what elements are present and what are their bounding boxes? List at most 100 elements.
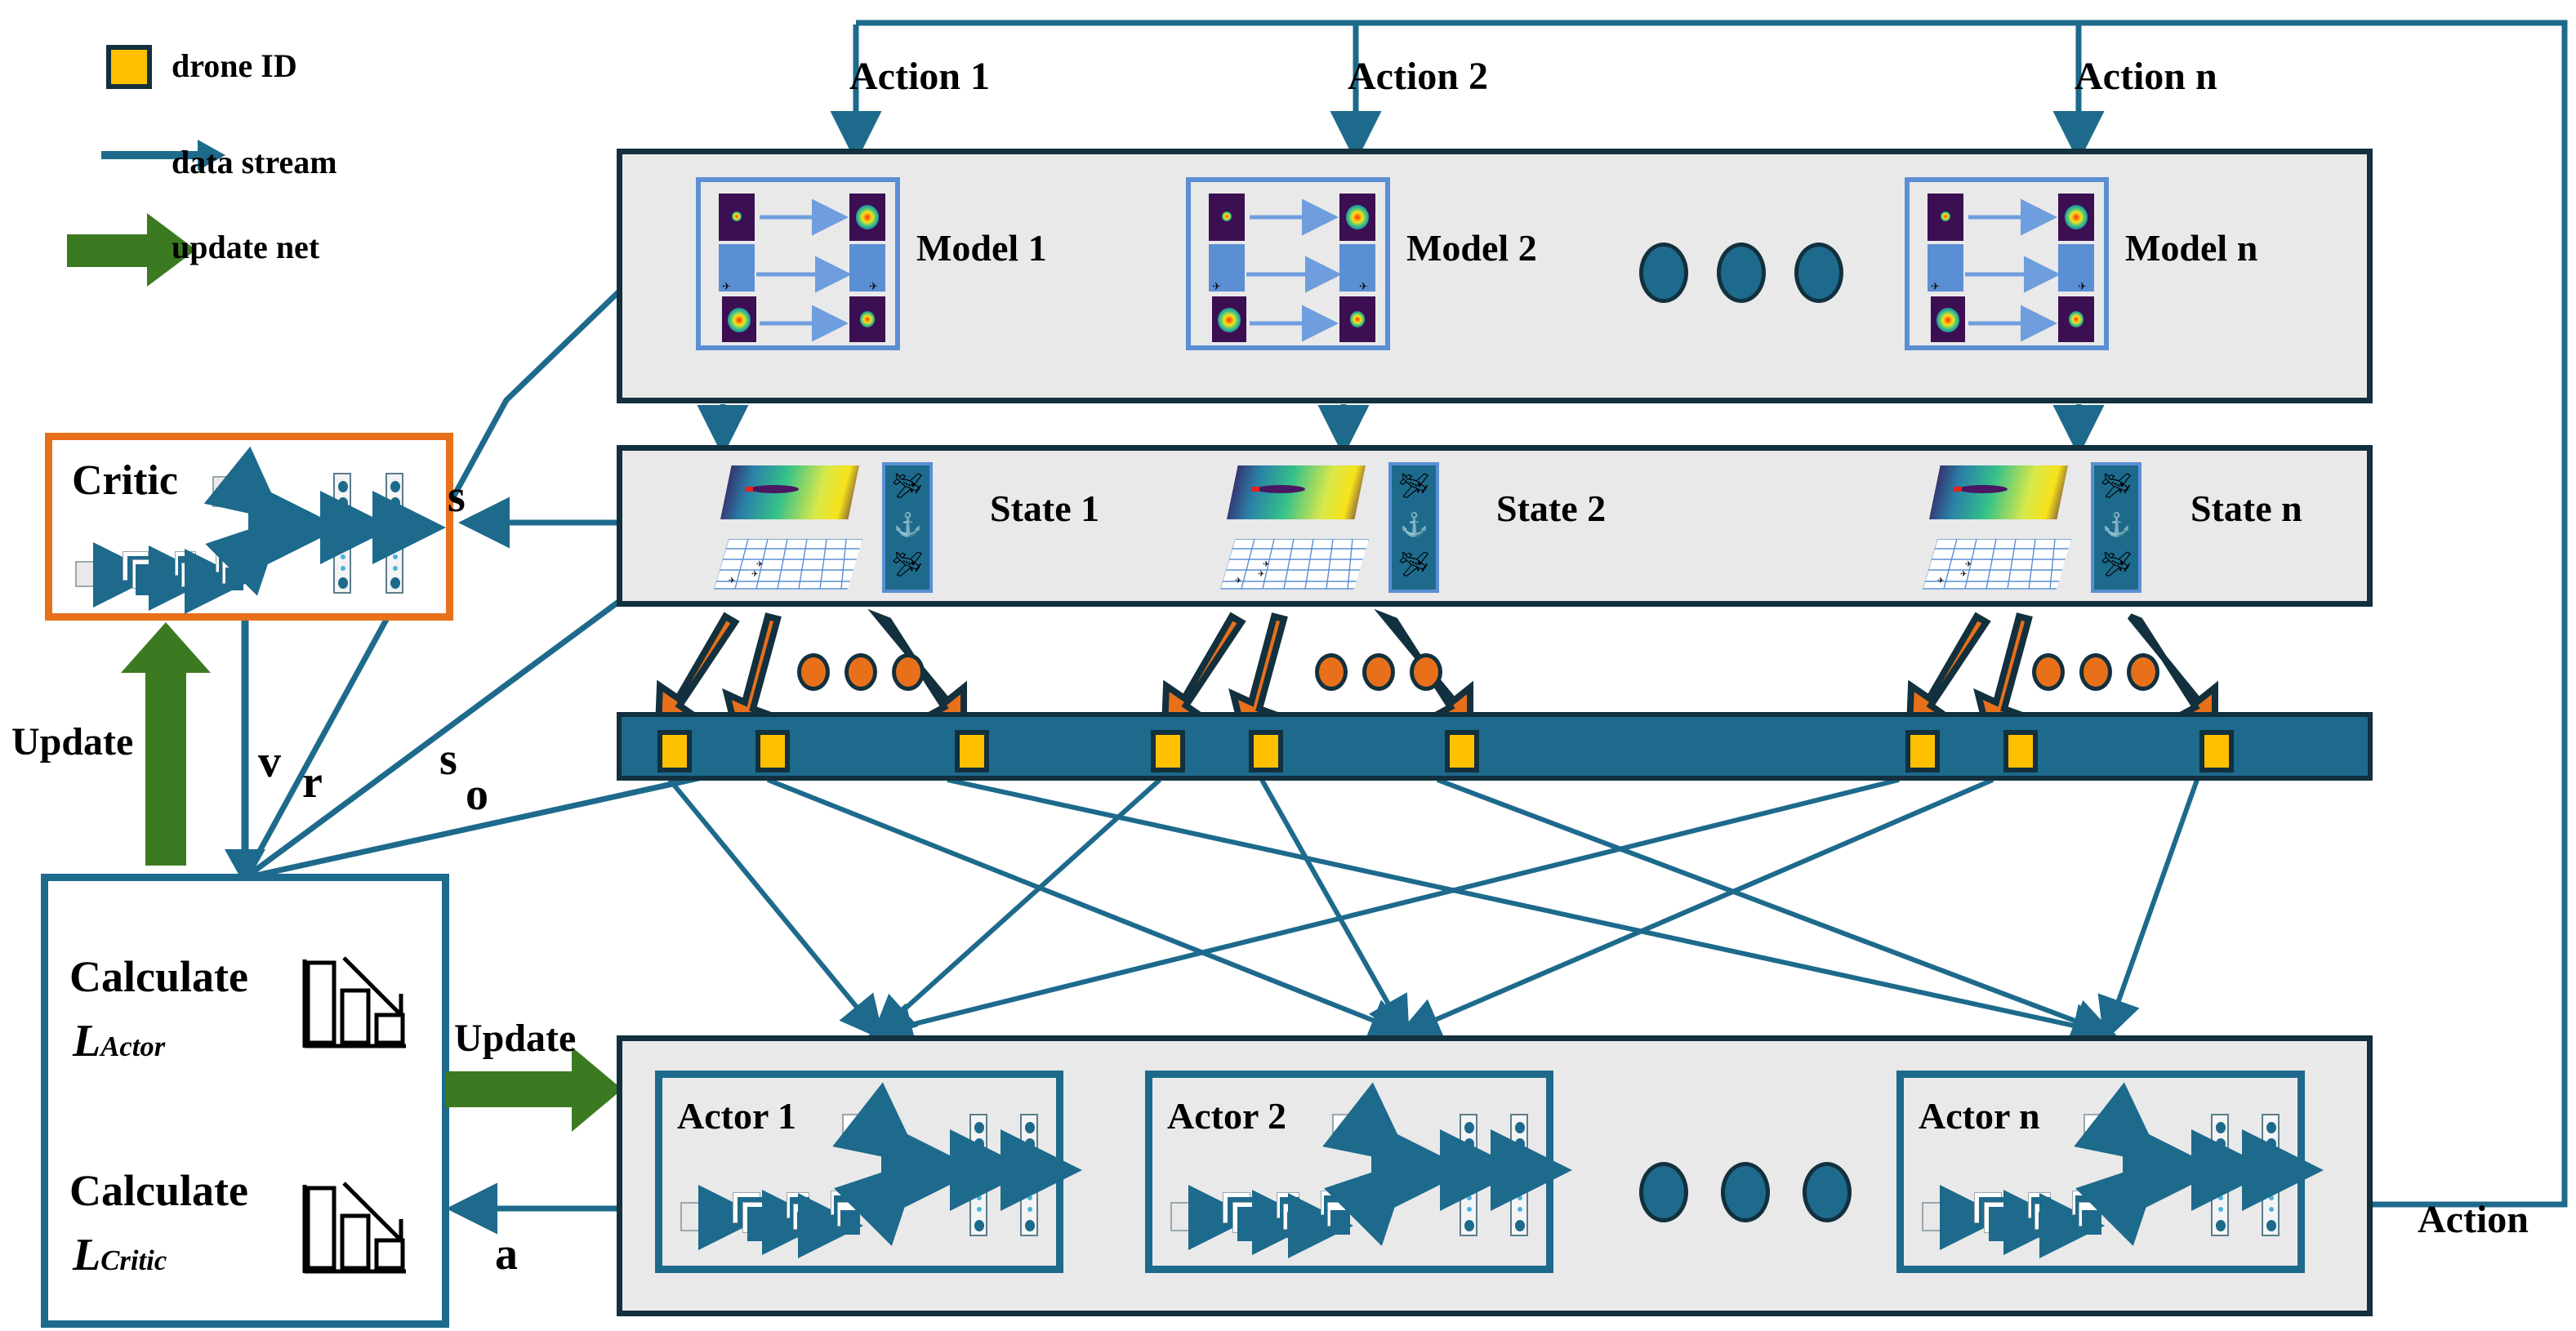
critic-network-icon <box>52 440 461 628</box>
model-heat-out-nb <box>2058 296 2094 342</box>
label-update-actor: Update <box>454 1017 577 1060</box>
label-update-critic: Update <box>11 720 134 763</box>
legend-update-net-head-icon <box>147 213 196 287</box>
state-grid-n: ✈ ✈ ✈ <box>1923 539 2071 590</box>
action-label-n: Action n <box>2075 55 2217 98</box>
declining-bars-icon-actor <box>302 956 406 1048</box>
model-sky-out-1: ✈ <box>849 244 885 292</box>
actor-box-n[interactable]: Actor n <box>1896 1071 2324 1273</box>
idbar-ellipsis-dot-5 <box>1362 653 1395 691</box>
drone-id-square-6[interactable] <box>1445 730 1479 772</box>
drone-id-square-8[interactable] <box>2003 730 2038 772</box>
label-value: v <box>258 737 281 787</box>
calculate-verb-actor: Calculate <box>69 952 248 1001</box>
actor-ellipsis-dot-1 <box>1639 1162 1688 1222</box>
actor-panel: Actor 1 <box>617 1035 2373 1316</box>
model-heat-large-1 <box>849 194 885 241</box>
model-heat-in-2b <box>1212 296 1246 342</box>
update-critic-arrow-shaft <box>145 670 186 866</box>
actor-network-icon-1 <box>662 1078 1082 1280</box>
drone-id-square-4[interactable] <box>1151 730 1185 772</box>
drone-id-square-1[interactable] <box>657 730 692 772</box>
actor-box-2[interactable]: Actor 2 <box>1145 1071 1572 1273</box>
legend-drone-id-swatch <box>106 45 152 89</box>
idbar-ellipsis-dot-9 <box>2127 653 2159 691</box>
drone-id-square-2[interactable] <box>755 730 790 772</box>
state-label-n: State n <box>2190 487 2302 529</box>
idbar-ellipsis-dot-4 <box>1315 653 1348 691</box>
idbar-ellipsis-dot-2 <box>845 653 877 691</box>
state-panel: ✈ ✈ ✈ 🛩 ⚓ 🛩 State 1 ✈ ✈ ✈ 🛩 ⚓ 🛩 <box>617 445 2373 607</box>
model-label-2: Model 2 <box>1406 227 1537 269</box>
update-actor-arrow-head-icon <box>572 1047 622 1132</box>
model-heat-large-n <box>2058 194 2094 241</box>
model-sky-out-2: ✈ <box>1339 244 1375 292</box>
model-box-2[interactable]: ✈ ✈ <box>1186 177 1390 350</box>
model-label-1: Model 1 <box>916 227 1047 269</box>
idbar-ellipsis-dot-8 <box>2079 653 2112 691</box>
loss-symbol-actor: L <box>73 1016 101 1066</box>
idbar-ellipsis-dot-3 <box>892 653 925 691</box>
idbar-ellipsis-dot-1 <box>797 653 830 691</box>
model-ellipsis-dot-2 <box>1717 243 1766 303</box>
state-label-1: State 1 <box>990 487 1100 529</box>
drone-id-square-3[interactable] <box>955 730 989 772</box>
drone-id-square-9[interactable] <box>2199 730 2234 772</box>
model-sky-in-1: ✈ <box>719 244 755 292</box>
critic-title: Critic <box>72 457 178 504</box>
actor-label-n: Actor n <box>1919 1095 2040 1137</box>
calculate-box[interactable]: Calculate LActor Calculate LCritic <box>41 874 449 1328</box>
model-box-1[interactable]: ✈ ✈ <box>696 177 900 350</box>
calculate-loss-actor: LActor <box>73 1018 165 1064</box>
actor-ellipsis-dot-2 <box>1721 1162 1770 1222</box>
model-ellipsis-dot-1 <box>1639 243 1688 303</box>
loss-subscript-critic: Critic <box>100 1244 167 1276</box>
critic-box[interactable]: Critic <box>45 433 453 621</box>
legend-update-net-shaft <box>67 234 149 267</box>
label-reward: r <box>302 757 323 808</box>
state-label-2: State 2 <box>1496 487 1607 529</box>
state-surface-1 <box>720 465 859 519</box>
model-ellipsis-dot-3 <box>1794 243 1843 303</box>
model-heat-out-1b <box>849 296 885 342</box>
model-sky-in-n: ✈ <box>1928 244 1963 292</box>
drone-id-square-7[interactable] <box>1905 730 1940 772</box>
label-state: s <box>439 734 457 785</box>
idbar-ellipsis-dot-6 <box>1410 653 1442 691</box>
calculate-loss-critic: LCritic <box>73 1232 167 1278</box>
label-state-to-critic: s <box>448 471 466 522</box>
drone-id-bar[interactable] <box>617 712 2373 781</box>
actor-box-1[interactable]: Actor 1 <box>655 1071 1082 1273</box>
action-label-2: Action 2 <box>1348 55 1488 98</box>
drone-id-square-5[interactable] <box>1249 730 1283 772</box>
model-sky-in-2: ✈ <box>1209 244 1245 292</box>
loss-subscript-actor: Actor <box>100 1031 166 1062</box>
state-drone-stack-n: 🛩 ⚓ 🛩 <box>2091 462 2141 593</box>
actor-label-2: Actor 2 <box>1167 1095 1287 1137</box>
legend-data-stream-head-icon <box>198 140 225 171</box>
actor-network-icon-n <box>1904 1078 2324 1280</box>
action-label-1: Action 1 <box>849 55 990 98</box>
loss-symbol-critic: L <box>73 1230 101 1280</box>
actor-label-1: Actor 1 <box>677 1095 797 1137</box>
model-box-n[interactable]: ✈ ✈ <box>1905 177 2109 350</box>
declining-bars-icon-critic <box>302 1182 406 1274</box>
model-sky-out-n: ✈ <box>2058 244 2094 292</box>
model-heat-out-2b <box>1339 296 1375 342</box>
state-surface-2 <box>1227 465 1366 519</box>
legend-label-update-net: update net <box>172 229 320 265</box>
action-feedback-label: Action <box>2418 1198 2529 1241</box>
model-heat-small-1 <box>719 194 755 241</box>
update-actor-arrow-shaft <box>446 1071 577 1107</box>
update-critic-arrow-head-icon <box>121 622 211 673</box>
label-action-back: a <box>495 1229 518 1280</box>
idbar-ellipsis-dot-7 <box>2032 653 2065 691</box>
model-heat-large-2 <box>1339 194 1375 241</box>
model-heat-small-n <box>1928 194 1963 241</box>
state-drone-stack-1: 🛩 ⚓ 🛩 <box>882 462 933 593</box>
model-heat-in-nb <box>1931 296 1965 342</box>
legend-data-stream-shaft <box>101 151 199 159</box>
calculate-verb-critic: Calculate <box>69 1166 248 1215</box>
